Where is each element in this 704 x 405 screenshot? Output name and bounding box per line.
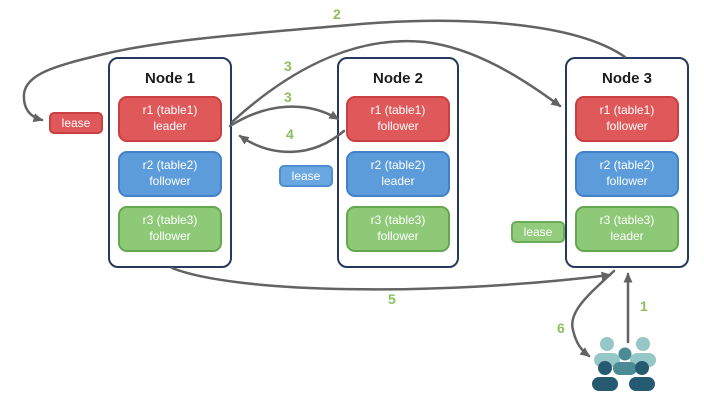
range-role: follower: [377, 229, 419, 243]
node-2-title: Node 2: [372, 70, 423, 87]
step-label-5: 5: [388, 291, 396, 307]
range-name: r2 (table2): [142, 158, 198, 173]
range-role: leader: [153, 119, 187, 133]
node-1-range-r2: r2 (table2) follower: [118, 151, 222, 197]
node-2-range-r2: r2 (table2) leader: [346, 151, 450, 197]
lease-badge-r2: lease: [279, 165, 333, 187]
node-1-range-r3: r3 (table3) follower: [118, 206, 222, 252]
range-role: follower: [606, 119, 648, 133]
node-3-range-r3: r3 (table3) leader: [575, 206, 679, 252]
lease-badge-r1: lease: [49, 112, 103, 134]
step-label-6: 6: [557, 320, 565, 336]
arrow-step6-node3-to-clients: [570, 269, 616, 358]
range-role: follower: [149, 229, 191, 243]
range-name: r3 (table3): [599, 213, 655, 228]
arrow-step5-node1-to-node3: [170, 266, 612, 291]
range-role: follower: [149, 174, 191, 188]
node-3-range-r1: r1 (table1) follower: [575, 96, 679, 142]
range-role: leader: [381, 174, 415, 188]
range-role: follower: [606, 174, 648, 188]
node-3-box: Node 3 r1 (table1) follower r2 (table2) …: [565, 57, 689, 268]
lease-badge-r3: lease: [511, 221, 565, 243]
node-2-range-r1: r1 (table1) follower: [346, 96, 450, 142]
step-label-2: 2: [333, 6, 341, 22]
range-name: r2 (table2): [599, 158, 655, 173]
node-2-box: Node 2 r1 (table1) follower r2 (table2) …: [337, 57, 459, 268]
node-2-range-r3: r3 (table3) follower: [346, 206, 450, 252]
range-name: r1 (table1): [599, 103, 655, 118]
node-1-range-r1: r1 (table1) leader: [118, 96, 222, 142]
node-3-range-r2: r2 (table2) follower: [575, 151, 679, 197]
node-1-box: Node 1 r1 (table1) leader r2 (table2) fo…: [108, 57, 232, 268]
step-label-3b: 3: [284, 89, 292, 105]
step-label-4: 4: [286, 126, 294, 142]
step-label-1: 1: [640, 298, 648, 314]
range-name: r2 (table2): [370, 158, 426, 173]
range-name: r1 (table1): [370, 103, 426, 118]
arrow-step3-node1-to-node2: [228, 105, 340, 128]
range-role: leader: [610, 229, 644, 243]
node-1-title: Node 1: [144, 70, 195, 87]
range-name: r1 (table1): [142, 103, 198, 118]
range-name: r3 (table3): [142, 213, 198, 228]
step-label-3a: 3: [284, 58, 292, 74]
range-role: follower: [377, 119, 419, 133]
people-group-icon: [592, 337, 656, 391]
range-name: r3 (table3): [370, 213, 426, 228]
node-3-title: Node 3: [601, 70, 652, 87]
